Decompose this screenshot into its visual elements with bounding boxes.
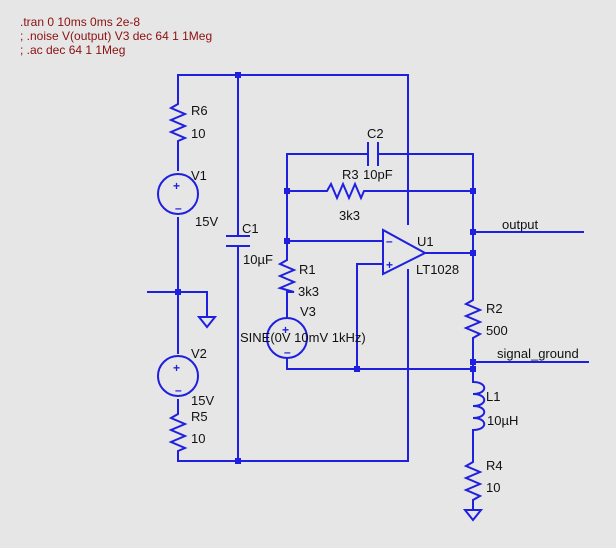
resistor-r4[interactable]: [463, 458, 483, 505]
junctions: [175, 72, 476, 464]
resistor-r3[interactable]: [323, 181, 368, 201]
r2-value: 500: [486, 323, 508, 338]
svg-text:–: –: [175, 201, 182, 215]
v2-name: V2: [191, 346, 207, 361]
r3-name: R3: [342, 167, 359, 182]
voltage-source-v1[interactable]: + –: [157, 173, 199, 215]
c1-name: C1: [242, 221, 259, 236]
v2-value: 15V: [191, 393, 214, 408]
l1-value: 10µH: [487, 413, 518, 428]
r5-value: 10: [191, 431, 205, 446]
r6-name: R6: [191, 103, 208, 118]
wires: [147, 74, 589, 511]
directive-ac[interactable]: ; .ac dec 64 1 1Meg: [20, 43, 125, 57]
r6-value: 10: [191, 126, 205, 141]
capacitor-c1[interactable]: [226, 235, 250, 247]
voltage-source-v3[interactable]: + –: [266, 317, 308, 359]
directive-noise[interactable]: ; .noise V(output) V3 dec 64 1 1Meg: [20, 29, 212, 43]
ground-symbol-bottom: [462, 509, 484, 522]
resistor-r5[interactable]: [168, 410, 188, 455]
resistor-r1[interactable]: [277, 256, 297, 293]
svg-text:–: –: [386, 234, 393, 248]
resistor-r6[interactable]: [168, 100, 188, 145]
v3-name: V3: [300, 304, 316, 319]
c2-value: 10pF: [363, 167, 393, 182]
v3-value: SINE(0V 10mV 1kHz): [240, 330, 366, 345]
net-label-output[interactable]: output: [502, 217, 539, 232]
svg-text:–: –: [284, 345, 291, 359]
r2-name: R2: [486, 301, 503, 316]
directive-tran[interactable]: .tran 0 10ms 0ms 2e-8: [20, 15, 140, 29]
svg-text:+: +: [173, 179, 180, 193]
svg-text:–: –: [175, 383, 182, 397]
r4-value: 10: [486, 480, 500, 495]
svg-text:+: +: [282, 323, 289, 337]
net-label-signal-ground[interactable]: signal_ground: [497, 346, 579, 361]
r1-value: 3k3: [298, 284, 319, 299]
voltage-source-v2[interactable]: + –: [157, 355, 199, 397]
r1-name: R1: [299, 262, 316, 277]
r5-name: R5: [191, 409, 208, 424]
resistor-r2[interactable]: [463, 296, 483, 342]
svg-text:+: +: [386, 258, 393, 272]
l1-name: L1: [486, 389, 500, 404]
opamp-u1[interactable]: – +: [382, 228, 428, 276]
v1-name: V1: [191, 168, 207, 183]
v1-value: 15V: [195, 214, 218, 229]
r3-value: 3k3: [339, 208, 360, 223]
capacitor-c2[interactable]: [367, 142, 379, 166]
u1-value: LT1028: [416, 262, 459, 277]
r4-name: R4: [486, 458, 503, 473]
c1-value: 10µF: [243, 252, 273, 267]
inductor-l1[interactable]: [472, 381, 486, 432]
u1-name: U1: [417, 234, 434, 249]
svg-text:+: +: [173, 361, 180, 375]
c2-name: C2: [367, 126, 384, 141]
ground-symbol: [196, 316, 218, 329]
